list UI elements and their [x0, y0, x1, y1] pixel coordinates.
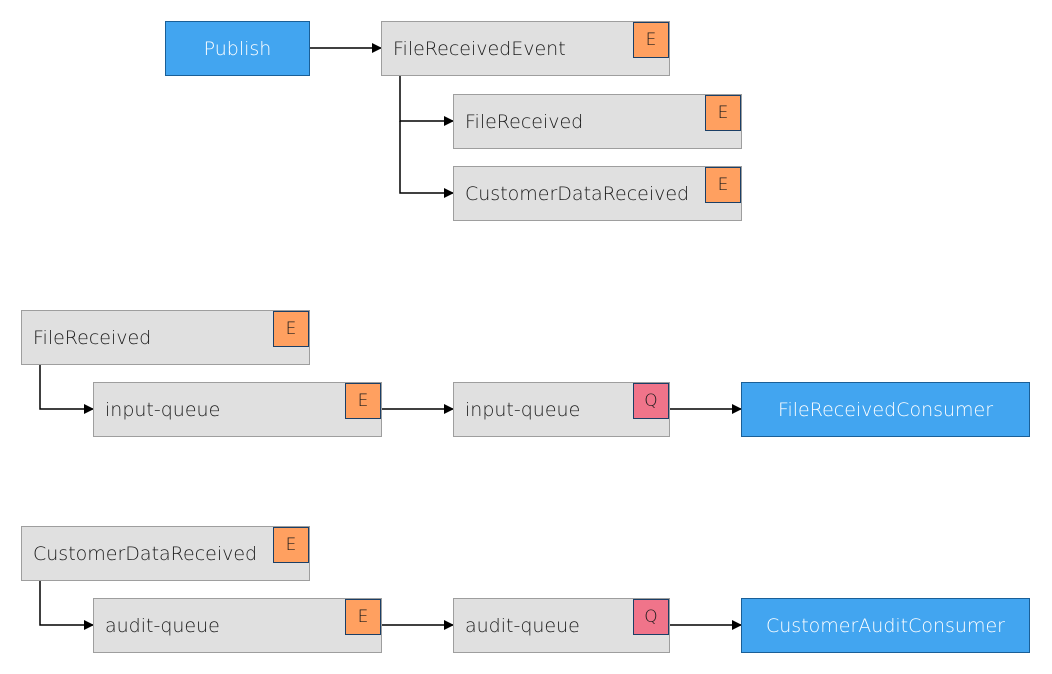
publish-label: Publish [203, 37, 272, 60]
file-received-consumer-label: FileReceivedConsumer [777, 398, 994, 421]
input-queue-exchange[interactable]: input-queue E [93, 382, 382, 437]
input-queue-exchange-label: input-queue [105, 398, 221, 421]
file-received-exchange[interactable]: FileReceived E [453, 94, 742, 149]
edge-filereceivedevent-to-customerdatareceived [399, 121, 454, 198]
exchange-badge: E [345, 383, 381, 419]
customer-data-received-label: CustomerDataReceived [465, 182, 690, 205]
file-received-label: FileReceived [465, 110, 584, 133]
audit-queue-exchange[interactable]: audit-queue E [93, 598, 382, 653]
input-queue-label: input-queue [465, 398, 581, 421]
edge-customerdatareceived-to-audit-exchange [39, 581, 94, 630]
edge-filereceivedevent-to-filereceived [399, 76, 454, 126]
exchange-badge: E [273, 527, 309, 563]
edge-filereceived-to-input-exchange [39, 365, 94, 414]
queue-badge: Q [633, 599, 669, 635]
customer-data-received-exchange[interactable]: CustomerDataReceived E [453, 166, 742, 221]
queue-badge: Q [633, 383, 669, 419]
publish-node[interactable]: Publish [165, 21, 310, 76]
customer-audit-consumer[interactable]: CustomerAuditConsumer [741, 598, 1030, 653]
file-received-event-exchange[interactable]: FileReceivedEvent E [381, 21, 670, 76]
audit-queue-queue[interactable]: audit-queue Q [453, 598, 670, 653]
file-received-event-label: FileReceivedEvent [393, 37, 566, 60]
exchange-badge: E [273, 311, 309, 347]
file-received-consumer[interactable]: FileReceivedConsumer [741, 382, 1030, 437]
exchange-badge: E [633, 22, 669, 58]
input-queue-queue[interactable]: input-queue Q [453, 382, 670, 437]
audit-queue-label: audit-queue [465, 614, 580, 637]
exchange-badge: E [705, 167, 741, 203]
customer-data-received-source-exchange[interactable]: CustomerDataReceived E [21, 526, 310, 581]
customer-data-received-source-label: CustomerDataReceived [33, 542, 258, 565]
customer-audit-consumer-label: CustomerAuditConsumer [765, 614, 1005, 637]
exchange-badge: E [705, 95, 741, 131]
audit-queue-exchange-label: audit-queue [105, 614, 220, 637]
exchange-badge: E [345, 599, 381, 635]
file-received-source-label: FileReceived [33, 326, 152, 349]
file-received-source-exchange[interactable]: FileReceived E [21, 310, 310, 365]
